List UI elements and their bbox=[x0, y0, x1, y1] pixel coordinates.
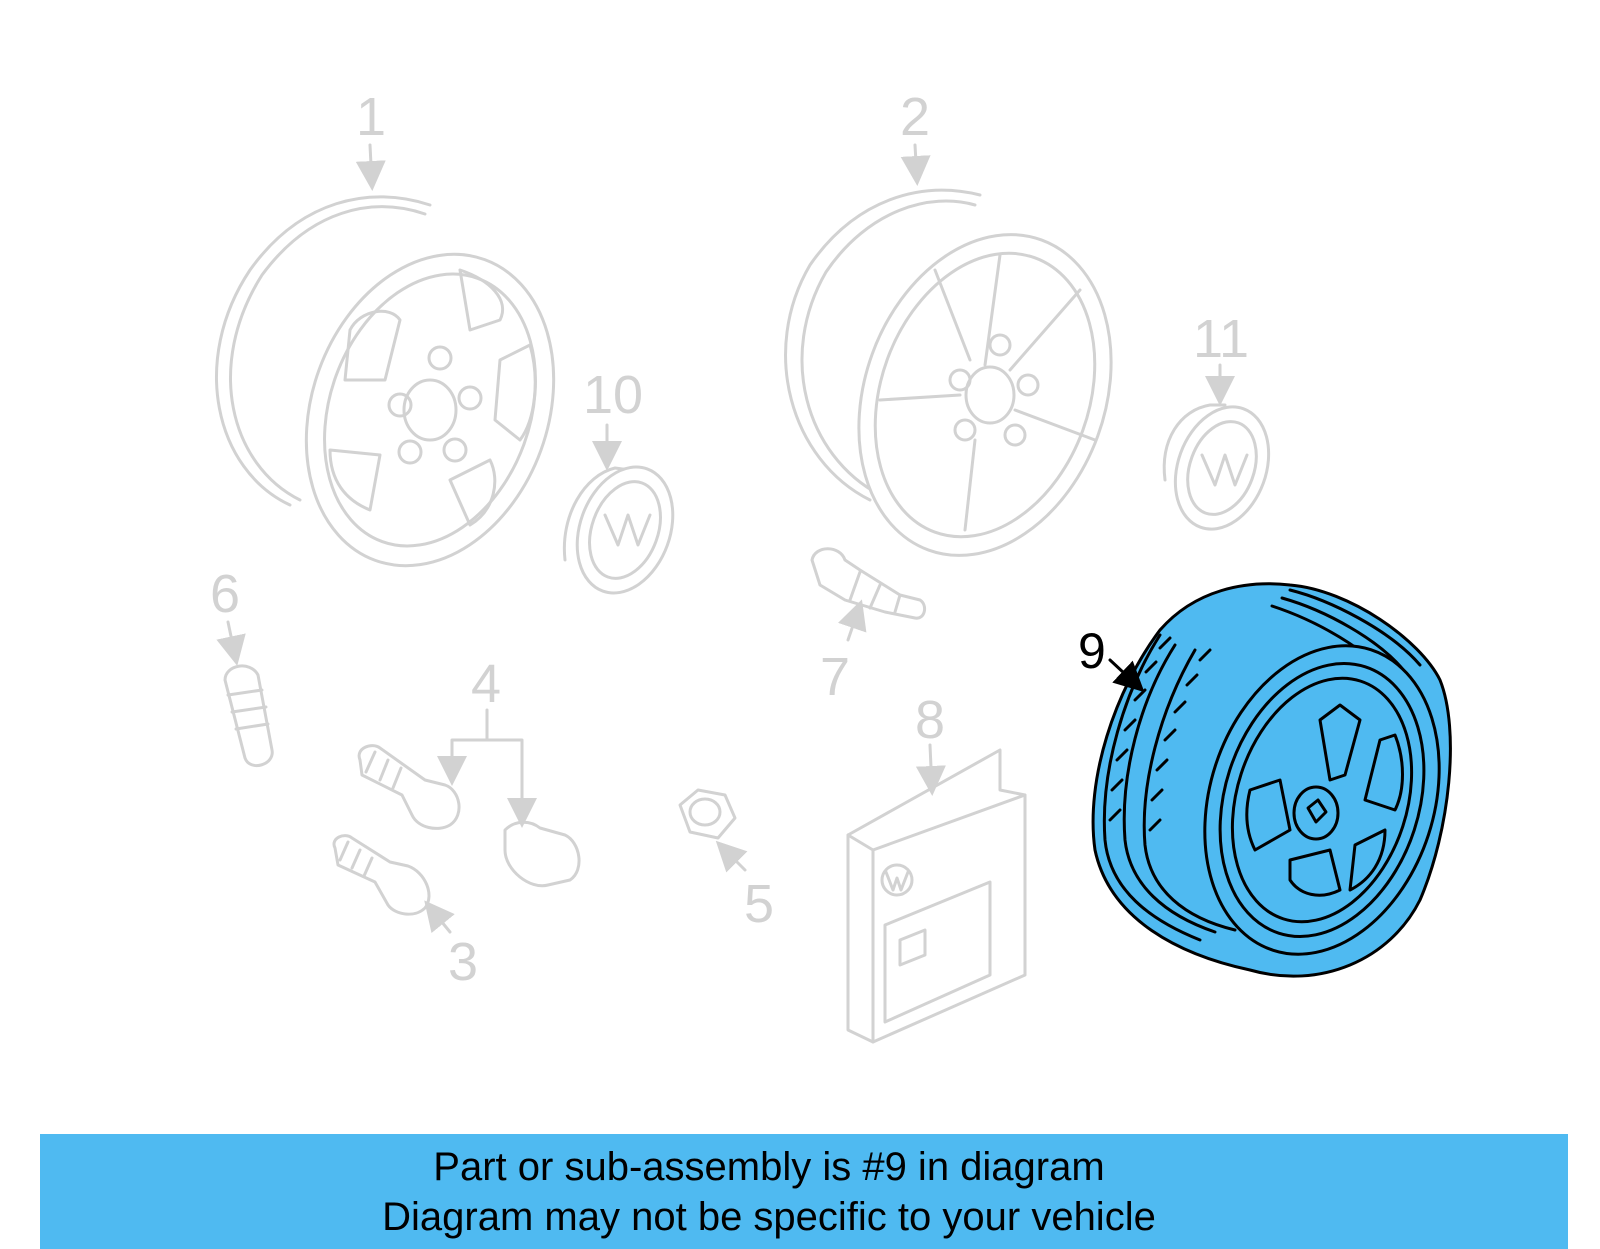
callout-2-arrow bbox=[900, 143, 931, 186]
callout-9-label: 9 bbox=[1078, 623, 1106, 679]
part-5-lug-nut[interactable] bbox=[678, 788, 737, 840]
callout-7-label: 7 bbox=[820, 647, 850, 707]
callout-10-label: 10 bbox=[583, 365, 643, 425]
vw-logo-icon bbox=[880, 863, 914, 897]
callout-8-label: 8 bbox=[915, 690, 945, 750]
callout-3-label: 3 bbox=[448, 932, 478, 992]
hub-center-icon bbox=[1306, 798, 1328, 824]
part-1-alloy-wheel[interactable] bbox=[215, 195, 595, 601]
callout-4-label: 4 bbox=[471, 654, 501, 714]
callout-2-label: 2 bbox=[900, 87, 930, 147]
part-7-tpms-valve[interactable] bbox=[810, 547, 927, 620]
part-11-center-cap[interactable] bbox=[1159, 394, 1285, 542]
callout-11-label: 11 bbox=[1193, 309, 1249, 369]
part-8-info-label[interactable] bbox=[846, 748, 1027, 1044]
callout-4-bracket bbox=[450, 738, 524, 822]
banner-line-disclaimer: Diagram may not be specific to your vehi… bbox=[382, 1194, 1156, 1239]
part-3-wheel-lock-bolt[interactable] bbox=[332, 834, 431, 916]
callout-9-arrow bbox=[1108, 658, 1145, 693]
part-2-alloy-wheel[interactable] bbox=[784, 188, 1155, 591]
callout-7-arrow bbox=[838, 599, 867, 642]
part-10-center-cap[interactable] bbox=[560, 454, 689, 607]
callout-3-arrow bbox=[424, 900, 455, 934]
callout-6-arrow bbox=[216, 620, 246, 666]
callout-1-label: 1 bbox=[356, 87, 386, 147]
callout-8-arrow bbox=[915, 743, 946, 796]
callout-5-label: 5 bbox=[744, 874, 774, 934]
banner-line-part-number: Part or sub-assembly is #9 in diagram bbox=[433, 1144, 1105, 1189]
part-9-wheel-tire-assembly[interactable] bbox=[1091, 582, 1477, 985]
part-6-valve-stem[interactable] bbox=[223, 664, 274, 768]
callout-5-arrow bbox=[715, 840, 748, 873]
callout-6-label: 6 bbox=[210, 564, 240, 624]
part-4-wheel-bolt[interactable] bbox=[357, 744, 581, 888]
callout-1-arrow bbox=[355, 143, 386, 191]
highlight-info-banner: Part or sub-assembly is #9 in diagram Di… bbox=[40, 1134, 1568, 1249]
